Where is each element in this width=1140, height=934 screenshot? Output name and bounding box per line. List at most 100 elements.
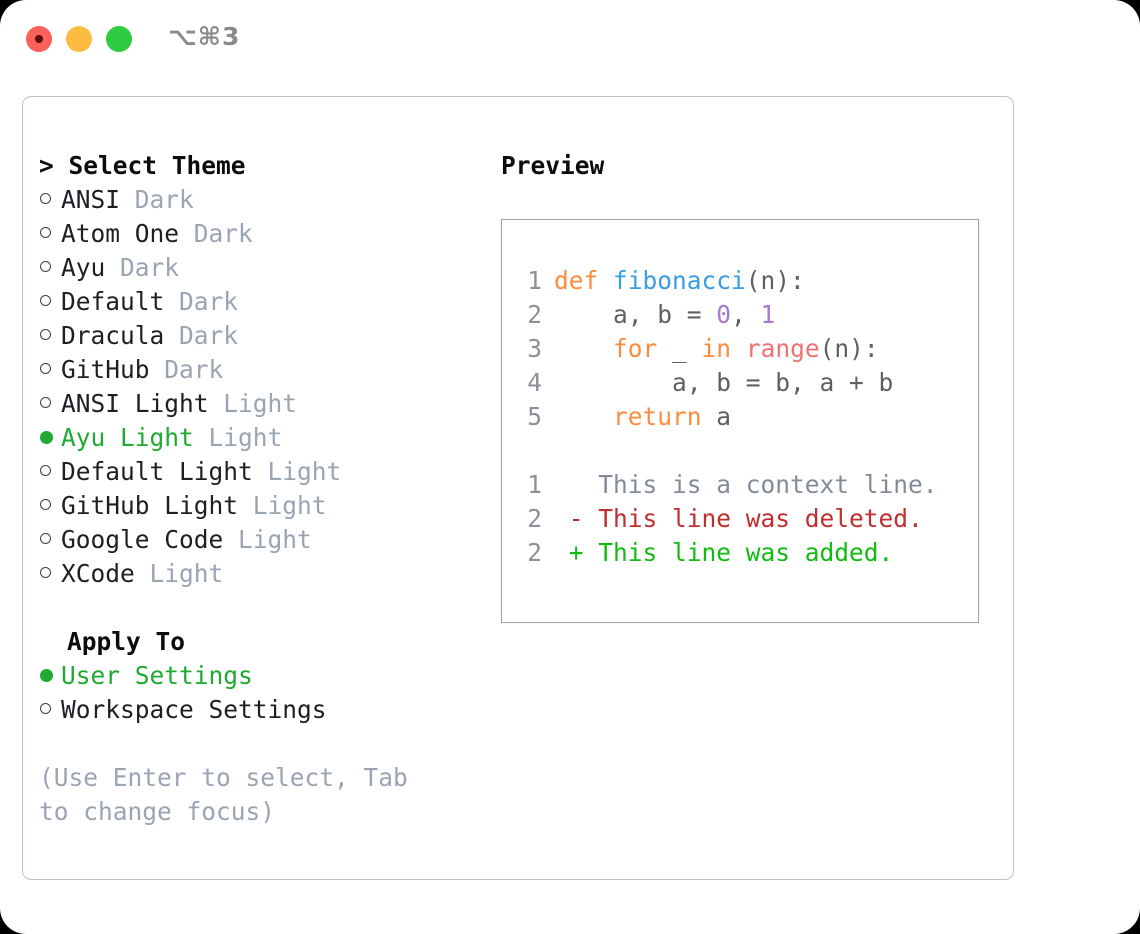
preview-heading: Preview	[501, 151, 605, 180]
close-window-button[interactable]	[26, 26, 52, 52]
keyboard-shortcut-label: ⌥⌘3	[168, 22, 241, 51]
radio-dot	[40, 397, 51, 408]
theme-list-item[interactable]: ANSI Light Light	[39, 387, 491, 421]
line-number: 2	[527, 300, 542, 329]
code-line-text: def fibonacci(n):	[554, 264, 805, 298]
theme-kind-badge: Dark	[179, 287, 239, 316]
code-line-text: This is a context line.	[554, 468, 938, 502]
theme-kind-badge: Dark	[134, 185, 194, 214]
theme-list-item[interactable]: Atom One Dark	[39, 217, 491, 251]
radio-dot	[40, 227, 51, 238]
theme-name-label: GitHub Light	[61, 491, 239, 520]
radio-dot	[40, 533, 51, 544]
code-line-text: a, b = b, a + b	[554, 366, 893, 400]
code-token: 0	[716, 300, 732, 329]
theme-name-label: GitHub	[61, 355, 150, 384]
radio-dot	[40, 499, 51, 510]
diff-line-text: This line was added.	[598, 538, 894, 567]
list-spacer	[39, 591, 491, 625]
maximize-window-button[interactable]	[106, 26, 132, 52]
code-token: fibonacci	[613, 266, 746, 295]
theme-kind-badge: Light	[238, 525, 312, 554]
theme-kind-badge: Light	[223, 389, 298, 418]
theme-list-item[interactable]: ANSI Dark	[39, 183, 491, 217]
theme-spacer	[253, 455, 268, 489]
apply-to-item[interactable]: Workspace Settings	[39, 693, 491, 727]
theme-list-item[interactable]: Default Dark	[39, 285, 491, 319]
radio-dot	[40, 669, 53, 682]
apply-to-label: Workspace Settings	[61, 695, 327, 724]
theme-kind-badge: Light	[252, 491, 327, 520]
code-token: ,	[731, 300, 761, 329]
minimize-window-button[interactable]	[66, 26, 92, 52]
theme-name-label: Default Light	[61, 457, 253, 486]
apply-to-item[interactable]: User Settings	[39, 659, 491, 693]
code-token: 1	[760, 300, 776, 329]
theme-spacer	[164, 285, 179, 319]
code-line-text: return a	[554, 400, 731, 434]
radio-dot	[40, 261, 51, 272]
code-token: in	[701, 334, 732, 363]
code-line-text: for _ in range(n):	[554, 332, 879, 366]
code-line: 2 a, b = 0, 1	[516, 298, 938, 332]
theme-spacer	[135, 557, 150, 591]
radio-dot	[40, 295, 51, 306]
theme-list-item[interactable]: Default Light Light	[39, 455, 491, 489]
theme-name-label: ANSI Light	[61, 389, 209, 418]
line-number: 3	[527, 334, 542, 363]
theme-name-label: Google Code	[61, 525, 224, 554]
theme-spacer	[150, 353, 165, 387]
radio-dot	[40, 567, 51, 578]
diff-marker: -	[554, 504, 599, 533]
code-blank-line	[516, 434, 938, 468]
theme-list-item[interactable]: GitHub Dark	[39, 353, 491, 387]
theme-kind-badge: Dark	[164, 355, 224, 384]
theme-spacer	[238, 489, 253, 523]
theme-name-label: Dracula	[61, 321, 165, 350]
radio-dot	[40, 703, 51, 714]
theme-list-item[interactable]: Google Code Light	[39, 523, 491, 557]
code-line: 5 return a	[516, 400, 938, 434]
apply-to-label: User Settings	[61, 661, 253, 690]
code-token	[554, 402, 613, 431]
theme-name-label: Default	[61, 287, 165, 316]
keyboard-hint-text: (Use Enter to select, Tab to change focu…	[39, 763, 423, 826]
select-theme-heading: > Select Theme	[39, 151, 246, 180]
diff-line-text: This is a context line.	[598, 470, 938, 499]
theme-spacer	[209, 387, 224, 421]
code-line: 4 a, b = b, a + b	[516, 366, 938, 400]
theme-spacer	[179, 217, 194, 251]
theme-spacer	[120, 183, 135, 217]
theme-list-item[interactable]: Ayu Dark	[39, 251, 491, 285]
code-line-text: a, b = 0, 1	[554, 298, 775, 332]
code-token	[731, 334, 746, 363]
code-token: a	[701, 402, 732, 431]
theme-name-label: XCode	[61, 559, 135, 588]
code-token: _	[657, 334, 702, 363]
diff-marker: +	[554, 538, 599, 567]
theme-kind-badge: Light	[208, 423, 283, 452]
theme-spacer	[105, 251, 120, 285]
theme-name-label: ANSI	[61, 185, 121, 214]
theme-list-item[interactable]: Ayu Light Light	[39, 421, 491, 455]
line-number: 5	[527, 402, 542, 431]
code-token: (n):	[819, 334, 879, 363]
theme-list-item[interactable]: XCode Light	[39, 557, 491, 591]
radio-dot	[40, 363, 51, 374]
theme-kind-badge: Light	[267, 457, 342, 486]
code-token	[554, 334, 613, 363]
theme-name-label: Ayu Light	[61, 423, 194, 452]
apply-to-heading: Apply To	[67, 627, 186, 656]
theme-kind-badge: Dark	[193, 219, 253, 248]
theme-list-item[interactable]: GitHub Light Light	[39, 489, 491, 523]
theme-list-item[interactable]: Dracula Dark	[39, 319, 491, 353]
line-number: 1	[527, 470, 542, 499]
theme-spacer	[223, 523, 238, 557]
theme-name-label: Atom One	[61, 219, 180, 248]
